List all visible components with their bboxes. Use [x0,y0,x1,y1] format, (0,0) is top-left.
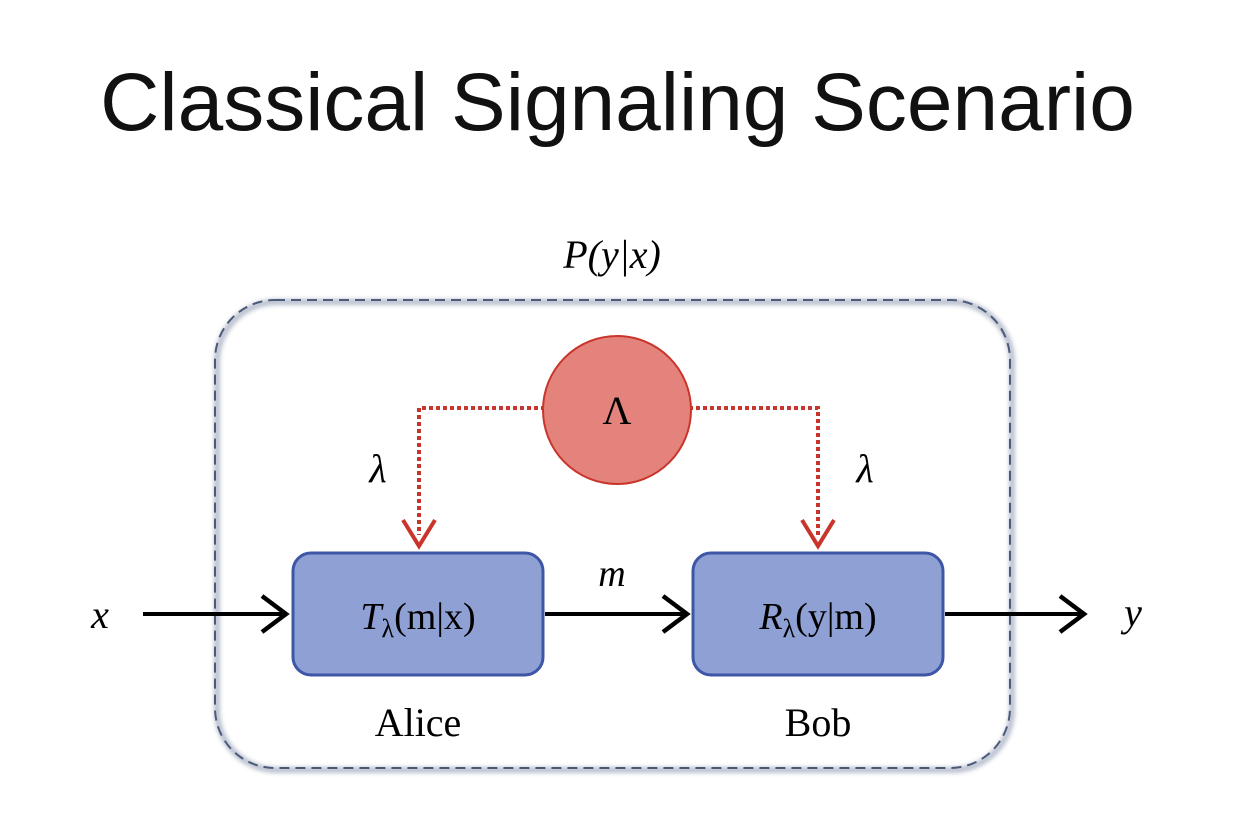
bob-label: Bob [785,700,852,745]
message-label: m [598,553,625,595]
alice-label: Alice [375,700,462,745]
alice-function: Tλ(m|x) [360,596,475,643]
hidden-variable-line-right [689,406,820,535]
arrowhead-right [800,518,836,550]
container-box [214,299,1011,769]
input-arrow-head [260,594,290,634]
alice-fn-letter: T [360,596,384,638]
alice-fn-args: (m|x) [394,596,475,638]
overall-probability-label: P(y|x) [562,232,661,277]
bob-box [691,551,945,677]
arrowhead-left [401,518,437,550]
bob-function: Rλ(y|m) [758,596,876,643]
output-arrow-head [1058,594,1088,634]
hidden-variable-line-left [417,406,545,535]
source-label: Λ [602,388,631,433]
input-label: x [90,592,109,637]
slide-title: Classical Signaling Scenario [100,57,1135,148]
alice-box [291,551,545,677]
bob-fn-letter: R [758,596,782,638]
alice-fn-subscript: λ [382,614,395,643]
bob-fn-args: (y|m) [795,596,876,638]
output-label: y [1120,590,1142,635]
bob-fn-subscript: λ [783,614,796,643]
lambda-label-left: λ [368,446,386,491]
message-arrow-head [661,594,691,634]
container-shadow [214,299,1015,773]
source-circle [542,335,692,485]
lambda-label-right: λ [855,446,873,491]
